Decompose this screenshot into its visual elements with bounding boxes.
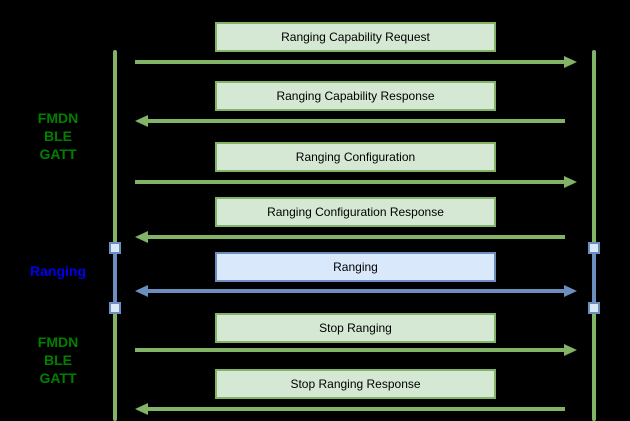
side-label-line: BLE <box>44 352 72 368</box>
arrowhead-left-icon <box>135 403 148 415</box>
arrow-shaft <box>146 407 565 411</box>
activation-end-marker-left <box>109 302 121 314</box>
arrowhead-right-icon <box>564 176 577 188</box>
message-box-ranging-configuration: Ranging Configuration <box>215 142 496 172</box>
message-arrow-right <box>135 344 577 356</box>
lifeline-right <box>592 50 596 421</box>
arrowhead-right-icon <box>564 56 577 68</box>
message-box-ranging-capability-response: Ranging Capability Response <box>215 81 496 111</box>
arrowhead-right-icon <box>564 285 577 297</box>
arrow-shaft <box>146 235 565 239</box>
message-arrow-left <box>135 403 577 415</box>
message-label: Stop Ranging Response <box>290 377 421 391</box>
message-arrow-right <box>135 56 577 68</box>
side-label-ranging: Ranging <box>8 262 108 280</box>
activation-start-marker-right <box>588 242 600 254</box>
side-label-fmdn-ble-gatt-lower: FMDN BLE GATT <box>8 333 108 387</box>
message-label: Stop Ranging <box>319 321 392 335</box>
side-label-line: FMDN <box>37 110 79 126</box>
arrowhead-left-icon <box>135 115 148 127</box>
ranging-session-bar-right <box>592 248 596 308</box>
activation-start-marker-left <box>109 242 121 254</box>
side-label-line: FMDN <box>37 334 79 350</box>
message-box-stop-ranging: Stop Ranging <box>215 313 496 343</box>
message-arrow-bidirectional <box>135 285 577 297</box>
arrow-shaft <box>146 289 566 293</box>
arrow-shaft <box>135 348 566 352</box>
message-box-ranging: Ranging <box>215 252 496 282</box>
message-arrow-right <box>135 176 577 188</box>
side-label-line: BLE <box>44 128 72 144</box>
message-box-ranging-configuration-response: Ranging Configuration Response <box>215 197 496 227</box>
arrowhead-left-icon <box>135 231 148 243</box>
message-arrow-left <box>135 231 577 243</box>
arrowhead-left-icon <box>135 285 148 297</box>
message-box-ranging-capability-request: Ranging Capability Request <box>215 22 496 52</box>
activation-end-marker-right <box>588 302 600 314</box>
side-label-line: GATT <box>39 146 77 162</box>
side-label-fmdn-ble-gatt-upper: FMDN BLE GATT <box>8 109 108 163</box>
message-label: Ranging Capability Request <box>281 30 430 44</box>
message-label: Ranging Configuration <box>295 150 416 164</box>
message-label: Ranging <box>333 260 378 274</box>
arrowhead-right-icon <box>564 344 577 356</box>
arrow-shaft <box>146 119 565 123</box>
message-box-stop-ranging-response: Stop Ranging Response <box>215 369 496 399</box>
ranging-session-bar-left <box>113 248 117 308</box>
side-label-line: Ranging <box>30 263 86 279</box>
side-label-line: GATT <box>39 370 77 386</box>
lifeline-left <box>113 50 117 421</box>
message-label: Ranging Capability Response <box>276 89 435 103</box>
message-label: Ranging Configuration Response <box>267 205 444 219</box>
message-arrow-left <box>135 115 577 127</box>
arrow-shaft <box>135 180 566 184</box>
arrow-shaft <box>135 60 566 64</box>
